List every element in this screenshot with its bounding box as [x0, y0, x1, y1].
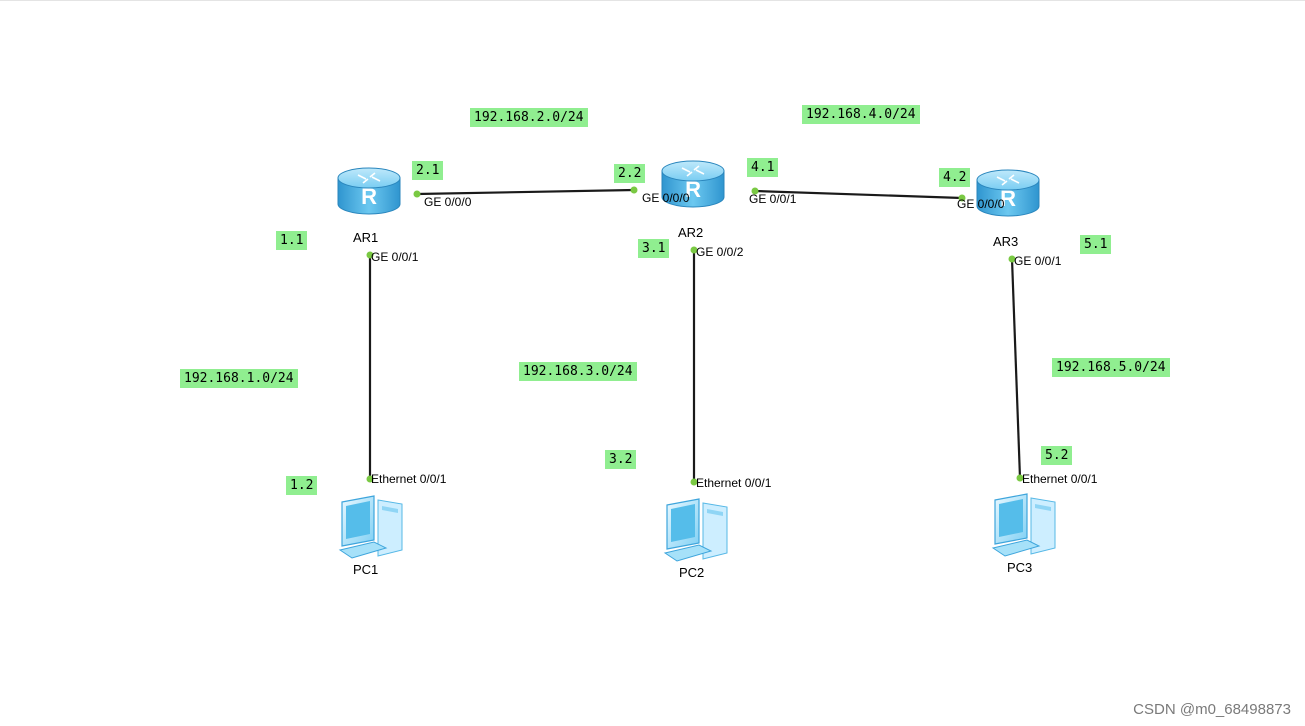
address-label-1-1[interactable]: 1.1 [276, 231, 308, 250]
port-dot [1016, 474, 1024, 482]
network-label-192-168-2[interactable]: 192.168.2.0/24 [470, 108, 588, 127]
port-dot [690, 478, 698, 486]
port-label-pc3-eth: Ethernet 0/0/1 [1022, 472, 1098, 486]
address-label-2-1[interactable]: 2.1 [412, 161, 444, 180]
port-label-ar1-ge001: GE 0/0/1 [371, 250, 419, 264]
pc3-icon[interactable] [992, 493, 1056, 557]
port-dot [690, 246, 698, 254]
device-label-pc1[interactable]: PC1 [353, 562, 379, 577]
port-label-ar2-ge000: GE 0/0/0 [642, 191, 690, 205]
port-dot [630, 186, 638, 194]
link-ar1-ar2 [416, 188, 635, 196]
address-label-4-1[interactable]: 4.1 [747, 158, 779, 177]
port-label-ar3-ge001: GE 0/0/1 [1014, 254, 1062, 268]
address-label-3-2[interactable]: 3.2 [605, 450, 637, 469]
port-label-ar1-ge000: GE 0/0/0 [424, 195, 472, 209]
port-dot [366, 475, 374, 483]
device-label-ar1[interactable]: AR1 [353, 230, 379, 245]
watermark-text: CSDN @m0_68498873 [1133, 701, 1291, 718]
network-label-192-168-4[interactable]: 192.168.4.0/24 [802, 105, 920, 124]
links [368, 188, 1022, 482]
pc2-icon[interactable] [664, 498, 728, 562]
port-dot [413, 190, 421, 198]
address-label-2-2[interactable]: 2.2 [614, 164, 646, 183]
port-dot [751, 187, 759, 195]
pc1-icon[interactable] [339, 495, 403, 559]
device-label-ar2[interactable]: AR2 [678, 225, 704, 240]
network-label-192-168-3[interactable]: 192.168.3.0/24 [519, 362, 637, 381]
port-dot [958, 194, 966, 202]
port-label-pc2-eth: Ethernet 0/0/1 [696, 476, 772, 490]
network-label-192-168-1[interactable]: 192.168.1.0/24 [180, 369, 298, 388]
network-label-192-168-5[interactable]: 192.168.5.0/24 [1052, 358, 1170, 377]
port-dot [366, 251, 374, 259]
router-ar1-icon[interactable] [337, 167, 401, 215]
port-label-pc1-eth: Ethernet 0/0/1 [371, 472, 447, 486]
link-ar3-pc3 [1010, 258, 1022, 479]
port-label-ar2-ge001: GE 0/0/1 [749, 192, 797, 206]
address-label-1-2[interactable]: 1.2 [286, 476, 318, 495]
port-label-ar2-ge002: GE 0/0/2 [696, 245, 744, 259]
device-label-pc3[interactable]: PC3 [1007, 560, 1033, 575]
address-label-4-2[interactable]: 4.2 [939, 168, 971, 187]
address-label-5-2[interactable]: 5.2 [1041, 446, 1073, 465]
address-label-3-1[interactable]: 3.1 [638, 239, 670, 258]
port-dot [1008, 255, 1016, 263]
port-dots [366, 186, 1024, 486]
link-ar2-ar3 [754, 189, 963, 200]
device-label-ar3[interactable]: AR3 [993, 234, 1019, 249]
address-label-5-1[interactable]: 5.1 [1080, 235, 1112, 254]
device-label-pc2[interactable]: PC2 [679, 565, 705, 580]
port-label-ar3-ge000: GE 0/0/0 [957, 197, 1005, 211]
